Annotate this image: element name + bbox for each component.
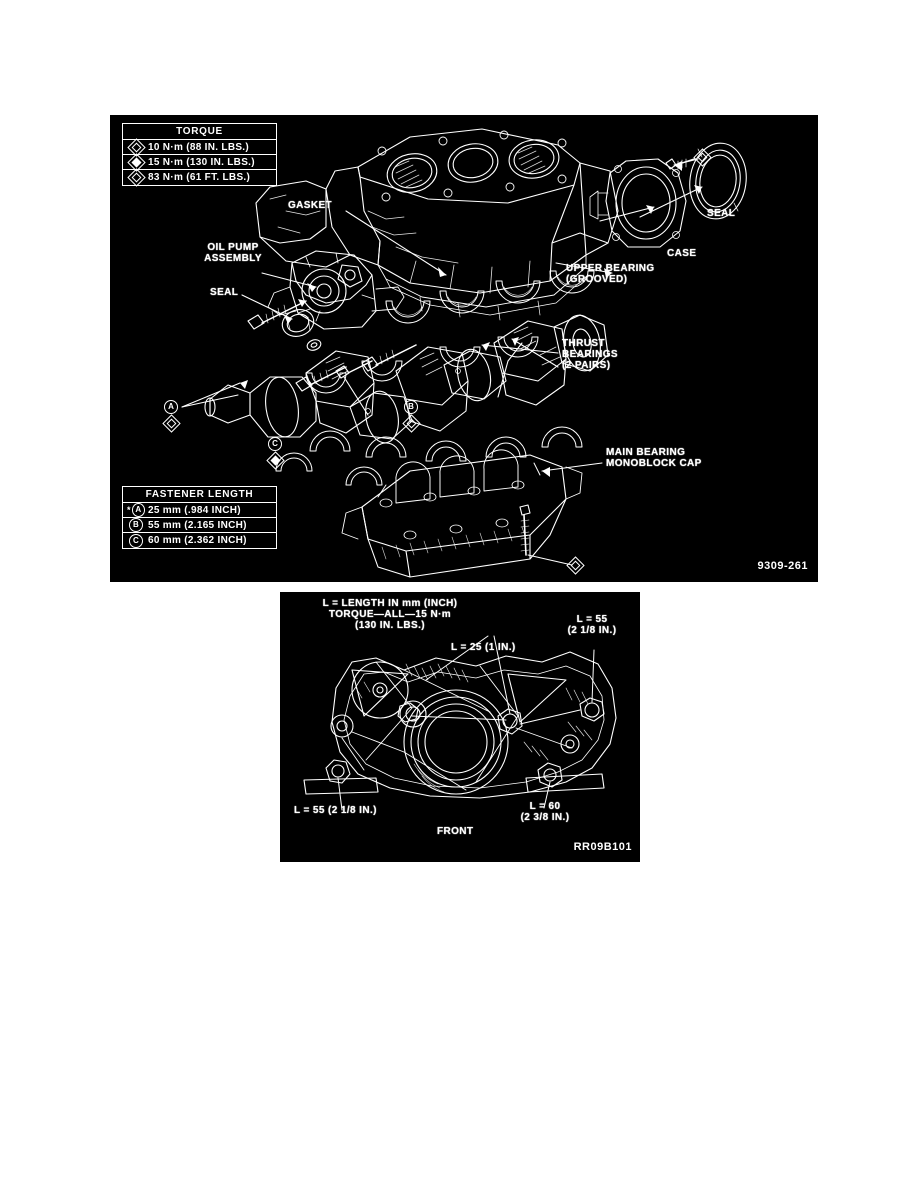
torque-symbol-cap-bolt (566, 556, 585, 575)
fastener-table-title: FASTENER LENGTH (123, 487, 276, 503)
torque-value: 15 N·m (130 IN. LBS.) (148, 156, 255, 168)
cover-bolt-bosses (325, 697, 605, 788)
label-thrust-bearings: THRUST BEARINGS (2 PAIRS) (562, 338, 618, 371)
front-seal-illustration (281, 309, 315, 337)
label-case: CASE (667, 248, 697, 259)
fastener-table-row: * A 25 mm (.984 INCH) (123, 503, 276, 518)
label-main-bearing-monoblock-cap: MAIN BEARING MONOBLOCK CAP (606, 447, 702, 469)
label-gasket: GASKET (288, 200, 333, 211)
fastener-marker-a: * A (127, 503, 145, 517)
fastener-length-value: 55 mm (2.165 INCH) (148, 519, 247, 531)
asterisk-icon: * (127, 505, 131, 515)
upper-bearing-shells-illustration (305, 270, 595, 394)
torque-table-row: 83 N·m (61 FT. LBS.) (123, 168, 276, 187)
torque-symbol-diamond-double (126, 168, 146, 187)
circle-letter-icon: C (129, 533, 143, 548)
circle-letter-icon: A (131, 503, 145, 517)
cover-figure-artwork (303, 635, 617, 811)
cover-leader-lines (337, 635, 595, 811)
main-figure-id: 9309-261 (757, 560, 808, 572)
fastener-length-value: 60 mm (2.362 INCH) (148, 535, 247, 546)
cover-bolt-label-top-center: L = 25 (1 IN.) (451, 642, 516, 653)
torque-symbol-diamond-outline (126, 137, 146, 157)
rear-seal-ring-illustration (689, 142, 747, 220)
circle-letter-icon: C (268, 437, 282, 451)
cover-front-label: FRONT (437, 826, 474, 837)
rear-seal-case-illustration (589, 158, 687, 248)
fastener-table-row: B 55 mm (2.165 INCH) (123, 518, 276, 533)
torque-value: 10 N·m (88 IN. LBS.) (148, 141, 250, 153)
fastener-length-table: FASTENER LENGTH * A 25 mm (.984 INCH) B … (122, 486, 277, 549)
circle-letter-icon: A (164, 400, 178, 414)
torque-symbol-rear-case-bolt (693, 148, 712, 167)
callout-marker-b: B (401, 400, 421, 433)
timing-cover-outline (331, 651, 617, 799)
label-upper-bearing: UPPER BEARING (GROOVED) (566, 263, 655, 285)
timing-cover-figure: L = LENGTH IN mm (INCH) TORQUE—ALL—15 N·… (280, 592, 640, 862)
water-pump-boss (351, 661, 409, 719)
cover-bolt-label-bottom-left: L = 55 (2 1/8 IN.) (294, 805, 377, 816)
callout-marker-a: A (161, 400, 181, 433)
circle-letter-icon: B (129, 518, 143, 532)
main-bearing-monoblock-cap-illustration (341, 449, 583, 578)
lower-bearing-shells-illustration (275, 426, 583, 486)
label-oil-pump-assembly: OIL PUMP ASSEMBLY (204, 242, 262, 264)
circle-letter-icon: B (404, 400, 418, 414)
torque-table-row: 10 N·m (88 IN. LBS.) (123, 137, 276, 157)
callout-marker-c: C (265, 437, 285, 470)
arrow-heads (240, 161, 702, 477)
torque-symbol-diamond-half (265, 451, 285, 470)
oil-pump-assembly-illustration (267, 250, 405, 330)
torque-table-row: 15 N·m (130 IN. LBS.) (123, 152, 276, 172)
torque-symbol-diamond-outline (401, 414, 421, 433)
fastener-length-value: 25 mm (.984 INCH) (148, 504, 241, 516)
cover-bolt-label-top-right: L = 55 (2 1/8 IN.) (567, 614, 617, 636)
fastener-marker-b: B (127, 518, 145, 532)
cover-mounting-flanges (303, 773, 605, 795)
engine-block-illustration (255, 128, 619, 321)
main-figure-artwork (181, 128, 747, 578)
main-engine-exploded-figure: TORQUE 10 N·m (88 IN. LBS.) 15 N·m (130 … (110, 115, 818, 582)
torque-symbol-diamond-outline (161, 414, 181, 433)
cover-gussets (341, 661, 581, 791)
torque-specification-table: TORQUE 10 N·m (88 IN. LBS.) 15 N·m (130 … (122, 123, 277, 187)
monoblock-cap-bolt-illustration (519, 504, 531, 556)
cover-rib-hatching (355, 663, 593, 761)
torque-value: 83 N·m (61 FT. LBS.) (148, 172, 251, 183)
fastener-marker-c: C (127, 533, 145, 548)
cover-header-text: L = LENGTH IN mm (INCH) TORQUE—ALL—15 N·… (322, 598, 458, 631)
cover-figure-id: RR09B101 (573, 841, 632, 853)
crankshaft-seal-bore (403, 689, 509, 795)
fastener-table-row: C 60 mm (2.362 INCH) (123, 533, 276, 548)
label-seal-left: SEAL (210, 287, 239, 298)
fasteners-illustration (247, 300, 417, 392)
label-seal-right: SEAL (707, 208, 736, 219)
cover-bolt-label-bottom-right: L = 60 (2 3/8 IN.) (520, 801, 570, 823)
torque-symbol-diamond-half (126, 152, 146, 172)
torque-table-title: TORQUE (123, 124, 276, 140)
